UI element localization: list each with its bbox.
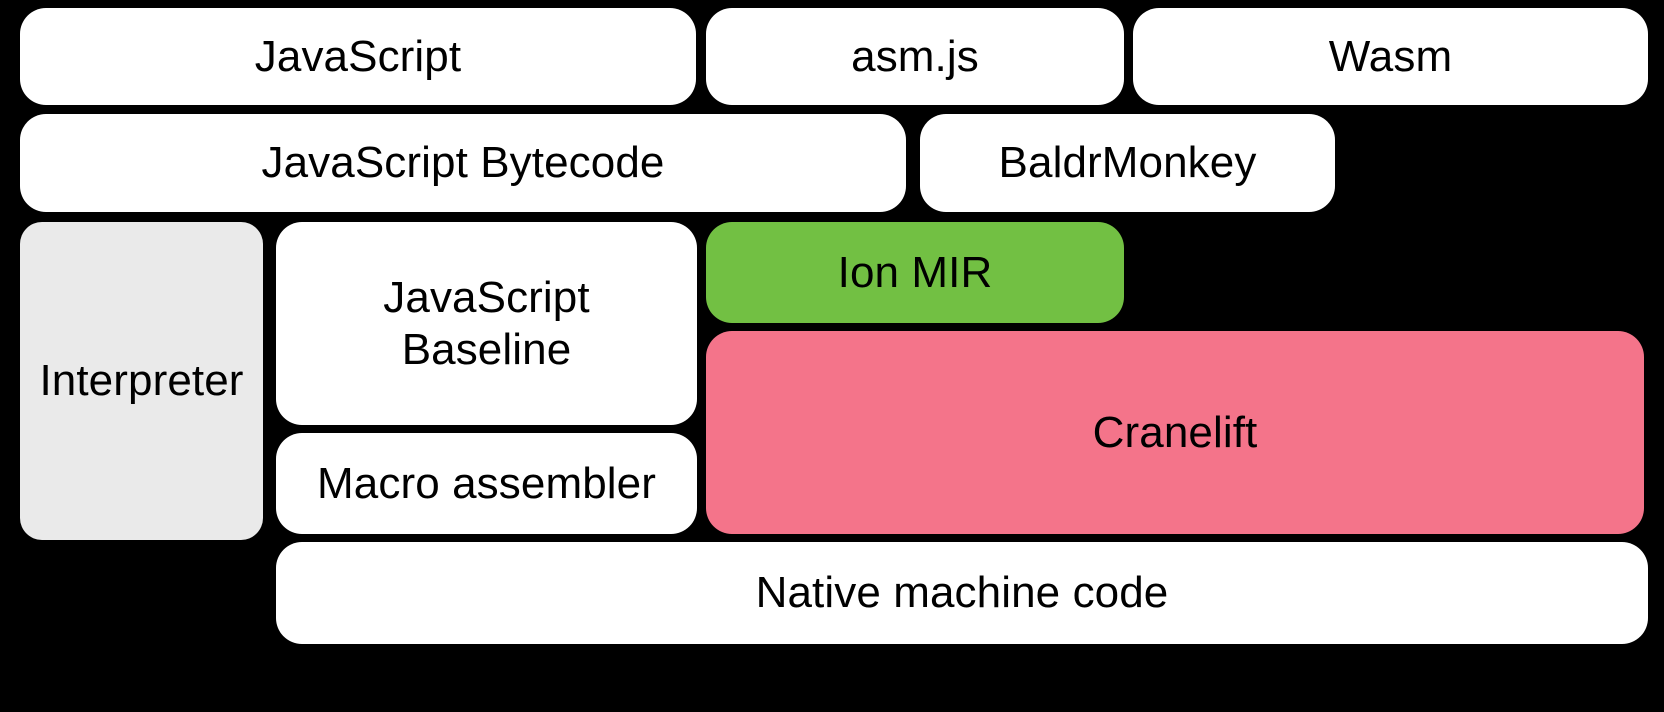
box-baldrmonkey[interactable]: BaldrMonkey <box>920 114 1335 212</box>
box-ion-mir[interactable]: Ion MIR <box>706 222 1124 323</box>
box-wasm[interactable]: Wasm <box>1133 8 1648 105</box>
box-javascript-baseline[interactable]: JavaScript Baseline <box>276 222 697 425</box>
box-asmjs[interactable]: asm.js <box>706 8 1124 105</box>
box-cranelift[interactable]: Cranelift <box>706 331 1644 534</box>
box-javascript-bytecode[interactable]: JavaScript Bytecode <box>20 114 906 212</box>
box-macro-assembler[interactable]: Macro assembler <box>276 433 697 534</box>
box-native-machine-code[interactable]: Native machine code <box>276 542 1648 644</box>
box-interpreter[interactable]: Interpreter <box>20 222 263 540</box>
box-javascript[interactable]: JavaScript <box>20 8 696 105</box>
